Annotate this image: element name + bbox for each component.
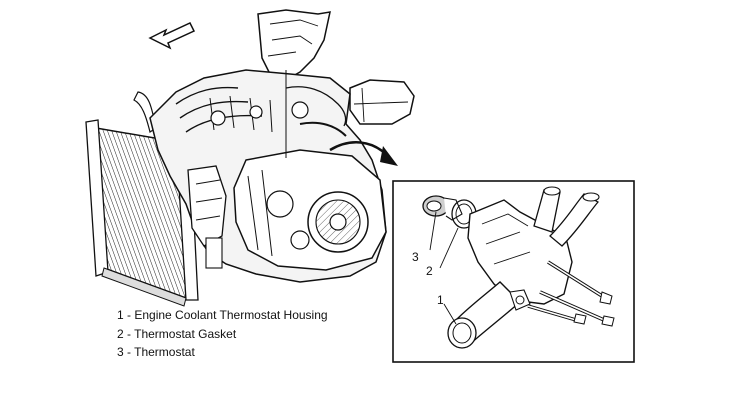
leader-line-2 [439,227,459,269]
legend-item-thermostat: 3 - Thermostat [117,345,195,359]
engine-cover [257,9,331,81]
callout-1: 1 [437,293,444,307]
thermostat [422,195,463,221]
legend-item-housing: 1 - Engine Coolant Thermostat Housing [117,308,328,322]
parts-legend: 1 - Engine Coolant Thermostat Housing 2 … [117,306,328,362]
leader-line-3 [429,211,437,251]
direction-arrow [148,22,196,50]
callout-3: 3 [412,250,419,264]
engine-block [149,69,387,283]
callout-2: 2 [426,264,433,278]
thermostat-housing [447,186,600,349]
leader-line-1 [443,303,457,325]
detail-view [392,180,635,363]
detail-pointer-arrow [329,141,398,166]
coolant-reservoir [349,79,415,125]
legend-item-gasket: 2 - Thermostat Gasket [117,326,237,341]
housing-bolts [527,260,615,327]
